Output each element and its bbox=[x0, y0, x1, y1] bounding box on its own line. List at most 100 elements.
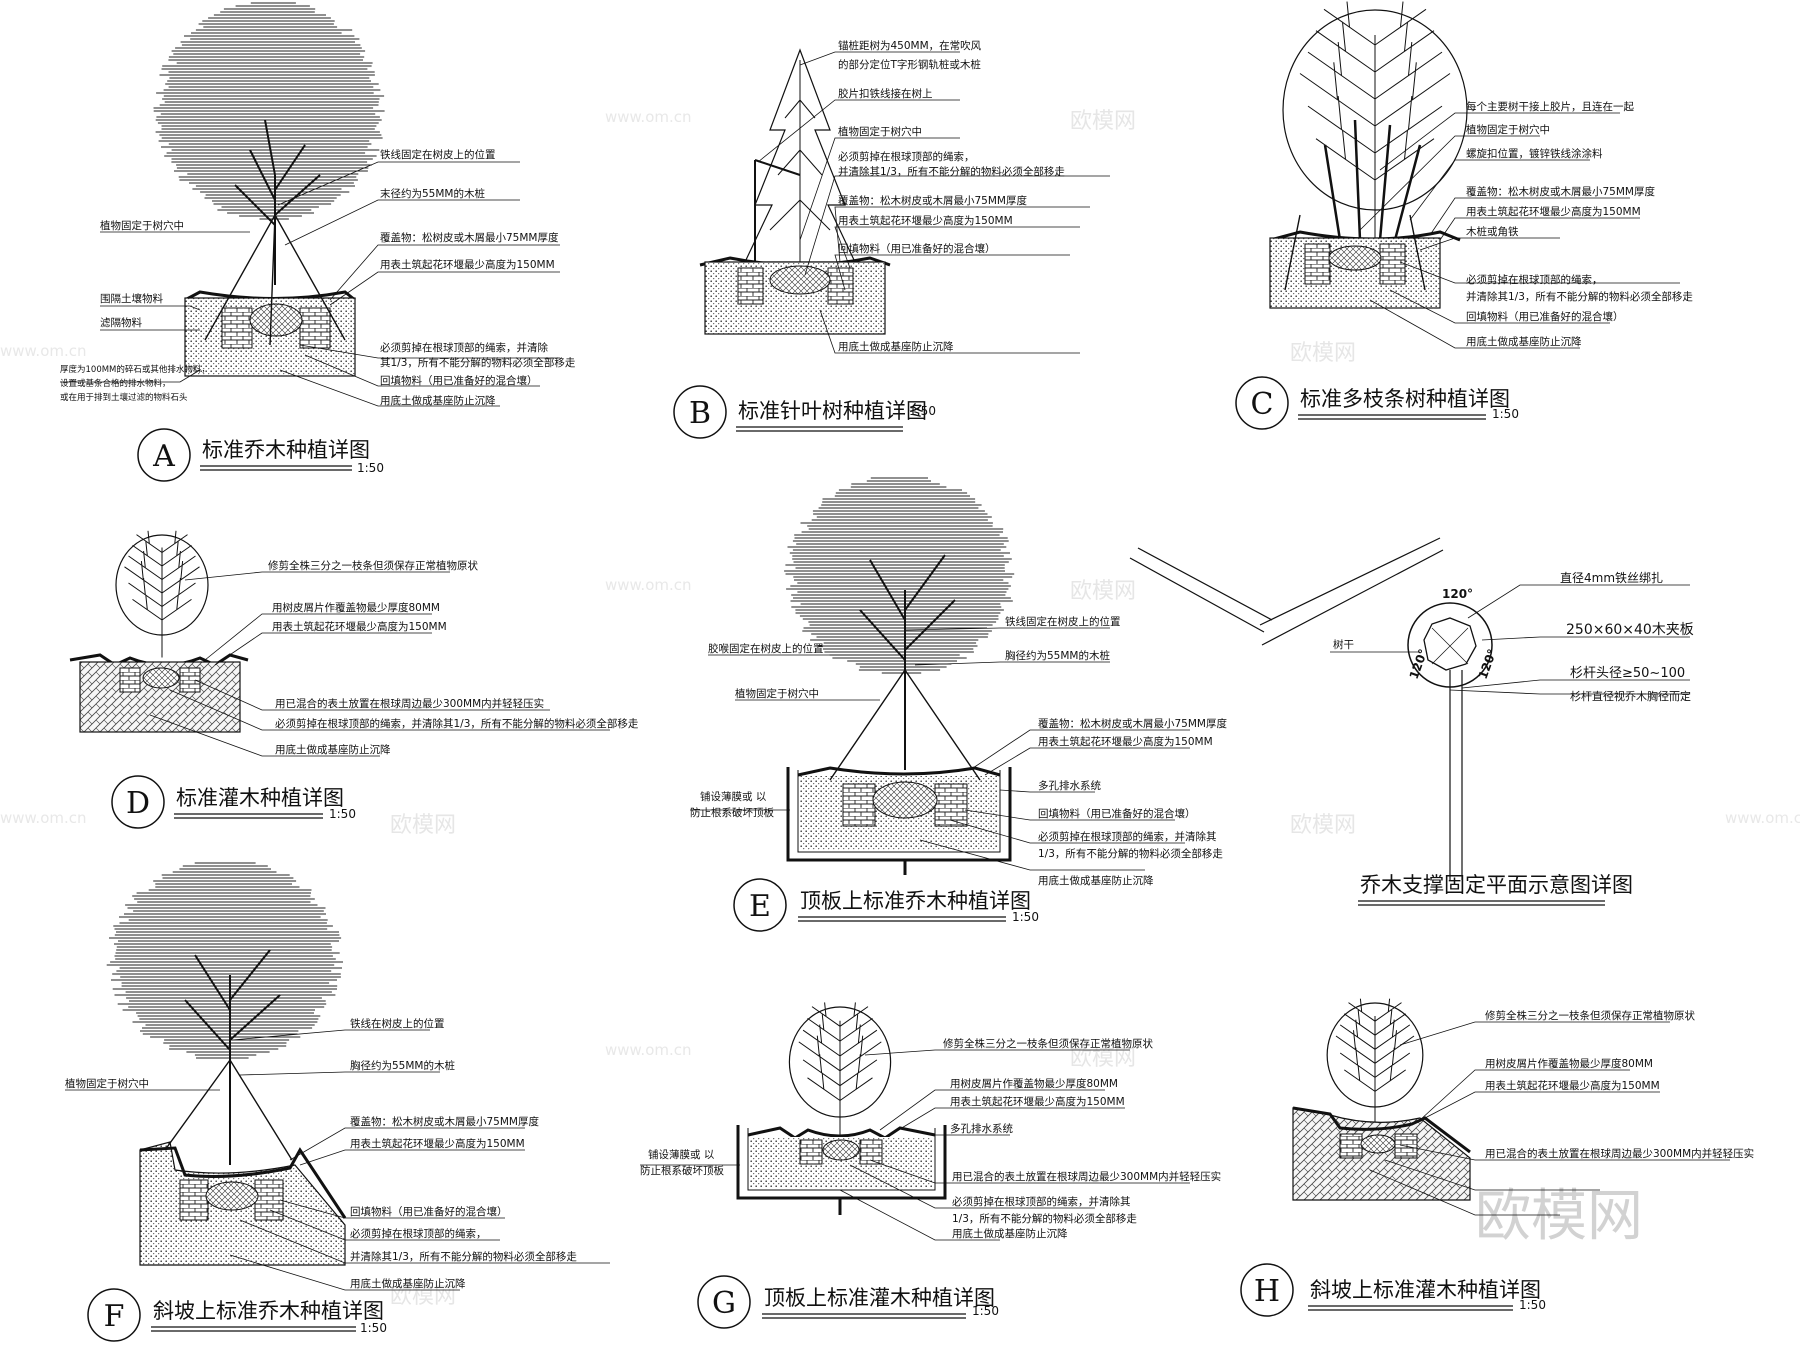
watermark-layer: 欧模网 欧模网 欧模网 欧模网 欧模网 欧模网 欧模网 www.om.cn ww… bbox=[0, 108, 1800, 1309]
note: 铁线在树皮上的位置 bbox=[350, 1017, 445, 1030]
detail-B: 锚桩距树为450MM，在常吹风 的部分定位T字形钢轨桩或木桩 胶片扣铁线接在树上… bbox=[673, 39, 1110, 439]
detail-title: 标准多枝条树种植详图 bbox=[1300, 387, 1510, 411]
title-underline bbox=[762, 1313, 966, 1319]
stake-wires-E bbox=[829, 669, 981, 781]
leaders-D bbox=[149, 571, 610, 757]
backfill-left-D bbox=[119, 667, 141, 693]
note: 末径约为55MM的木桩 bbox=[380, 187, 485, 200]
detail-scale: 1:50 bbox=[360, 1321, 387, 1335]
mulch-F bbox=[139, 1146, 347, 1219]
note: 杉杆头径≥50~100 bbox=[1570, 666, 1685, 681]
title-underline bbox=[151, 1326, 356, 1332]
title-underline bbox=[200, 465, 352, 471]
detail-scale: 1:50 bbox=[972, 1304, 999, 1318]
detail-scale: 1:50 bbox=[357, 461, 384, 475]
backfill-right-G bbox=[859, 1139, 883, 1165]
note: 回填物料（用已准备好的混合壤） bbox=[350, 1205, 508, 1218]
note: 锚桩距树为450MM，在常吹风 bbox=[838, 39, 982, 52]
note: 螺旋扣位置，镀锌铁线涂涂料 bbox=[1466, 147, 1603, 160]
detail-title: 标准灌木种植详图 bbox=[176, 786, 344, 810]
note: 必须剪掉在根球顶部的绳索，并清除其 bbox=[1038, 830, 1217, 843]
root-ball-G bbox=[822, 1139, 860, 1161]
leaders-plan bbox=[1330, 584, 1690, 695]
stakes-C bbox=[1284, 214, 1426, 291]
notes-F: 铁线在树皮上的位置 植物固定于树穴中 胸径约为55MM的木桩 覆盖物：松木树皮或… bbox=[65, 1017, 577, 1290]
watermark-url: www.om.cn bbox=[0, 342, 87, 360]
note: 并清除其1/3，所有不能分解的物料必须全部移走 bbox=[350, 1250, 577, 1263]
title-underline bbox=[798, 916, 1006, 922]
detail-letter: A bbox=[152, 439, 175, 474]
note: 用树皮屑片作覆盖物最少厚度80MM bbox=[272, 601, 440, 614]
bare-canopy-D bbox=[115, 530, 209, 658]
notes-D: 修剪全株三分之一枝条但须保存正常植物原状 用树皮屑片作覆盖物最少厚度80MM 用… bbox=[268, 559, 639, 756]
plan-angles: 120° 120° 120° bbox=[1407, 587, 1500, 681]
watermark-brand: 欧模网 bbox=[1070, 579, 1136, 604]
note: 覆盖物：松木树皮或木屑最小75MM厚度 bbox=[1466, 185, 1655, 198]
note: 用底土做成基座防止沉降 bbox=[952, 1227, 1068, 1240]
note: 必须剪掉在根球顶部的绳索，并清除 bbox=[380, 341, 548, 354]
note: 用表土筑起花环堰最少高度为150MM bbox=[380, 258, 555, 271]
trunk-F bbox=[184, 949, 281, 1165]
note: 防止根系破坏顶板 bbox=[690, 806, 774, 819]
note: 1/3，所有不能分解的物料必须全部移走 bbox=[952, 1212, 1137, 1225]
note: 杉杆直径视乔木胸径而定 bbox=[1570, 689, 1691, 703]
root-ball-E bbox=[872, 781, 938, 819]
detail-letter: E bbox=[749, 889, 771, 924]
stake-wires-F bbox=[164, 1059, 293, 1161]
note: 必须剪掉在根球顶部的绳索， bbox=[838, 150, 975, 163]
detail-title: 斜坡上标准灌木种植详图 bbox=[1310, 1278, 1541, 1302]
backfill-left-G bbox=[799, 1139, 823, 1165]
detail-letter: C bbox=[1251, 387, 1274, 422]
note: 覆盖物：松木树皮或木屑最小75MM厚度 bbox=[350, 1115, 539, 1128]
note: 1/3，所有不能分解的物料必须全部移走 bbox=[1038, 847, 1223, 860]
watermark-url: www.om.cn bbox=[605, 108, 692, 126]
bare-canopy-C bbox=[1282, 1, 1468, 255]
detail-scale: 1:50 bbox=[329, 807, 356, 821]
notes-G: 修剪全株三分之一枝条但须保存正常植物原状 用树皮屑片作覆盖物最少厚度80MM 用… bbox=[640, 1037, 1221, 1240]
note: 修剪全株三分之一枝条但须保存正常植物原状 bbox=[268, 559, 478, 572]
detail-letter: H bbox=[1254, 1274, 1280, 1309]
watermark-url: www.om.cn bbox=[605, 1041, 692, 1059]
note: 必须剪掉在根球顶部的绳索，并清除其1/3，所有不能分解的物料必须全部移走 bbox=[275, 717, 639, 730]
note: 多孔排水系统 bbox=[1038, 779, 1101, 792]
label-circle-C bbox=[1235, 376, 1289, 430]
bare-canopy-G bbox=[788, 1002, 892, 1142]
note: 防止根系破坏顶板 bbox=[640, 1164, 724, 1177]
mulch-ring-G bbox=[747, 1126, 936, 1140]
notes-A: 铁线固定在树皮上的位置 末径约为55MM的木桩 植物固定于树穴中 覆盖物：松树皮… bbox=[60, 148, 576, 407]
backfill-right-E bbox=[934, 783, 968, 827]
note: 用底土做成基座防止沉降 bbox=[380, 394, 496, 407]
backfill-right-F bbox=[254, 1179, 284, 1221]
note: 设置或基条合格的排水物料， bbox=[60, 378, 171, 389]
note: 直径4mm铁丝绑扎 bbox=[1560, 571, 1663, 585]
note: 必须剪掉在根球顶部的绳索， bbox=[350, 1227, 487, 1240]
label-circle-F bbox=[87, 1288, 141, 1342]
prop-left bbox=[1129, 547, 1273, 633]
note: 并清除其1/3，所有不能分解的物料必须全部移走 bbox=[838, 165, 1065, 178]
note: 用底土做成基座防止沉降 bbox=[1038, 874, 1154, 887]
note: 植物固定于树穴中 bbox=[65, 1077, 149, 1090]
note: 其1/3，所有不能分解的物料必须全部移走 bbox=[380, 356, 576, 369]
root-ball-F bbox=[205, 1181, 259, 1211]
title-underline bbox=[1308, 1305, 1513, 1311]
notes-H: 修剪全株三分之一枝条但须保存正常植物原状 用树皮屑片作覆盖物最少厚度80MM 用… bbox=[1485, 1009, 1754, 1160]
prop-right bbox=[1259, 537, 1444, 646]
slope-soil-H bbox=[1292, 1107, 1471, 1201]
detail-title: 顶板上标准灌木种植详图 bbox=[764, 1286, 995, 1310]
root-ball-B bbox=[769, 265, 831, 295]
title-underline bbox=[1358, 900, 1605, 906]
detail-D: 修剪全株三分之一枝条但须保存正常植物原状 用树皮屑片作覆盖物最少厚度80MM 用… bbox=[69, 530, 639, 829]
watermark-brand-large: 欧模网 bbox=[1475, 1184, 1643, 1249]
planter-wall-E bbox=[786, 767, 1012, 862]
note: 植物固定于树穴中 bbox=[735, 687, 819, 700]
detail-title: 标准针叶树种植详图 bbox=[738, 399, 927, 423]
detail-E: 铁线固定在树皮上的位置 胶喉固定在树皮上的位置 胸径约为55MM的木桩 植物固定… bbox=[690, 477, 1227, 932]
detail-title: 标准乔木种植详图 bbox=[202, 438, 370, 462]
detail-title: 顶板上标准乔木种植详图 bbox=[800, 889, 1031, 913]
title-underline bbox=[736, 426, 903, 432]
title-underline bbox=[1298, 414, 1486, 420]
note: 250×60×40木夹板 bbox=[1566, 622, 1694, 638]
detail-scale: 1:50 bbox=[1519, 1298, 1546, 1312]
note: 用表土筑起花环堰最少高度为150MM bbox=[1485, 1079, 1660, 1092]
detail-A: 铁线固定在树皮上的位置 末径约为55MM的木桩 植物固定于树穴中 覆盖物：松树皮… bbox=[60, 2, 576, 482]
